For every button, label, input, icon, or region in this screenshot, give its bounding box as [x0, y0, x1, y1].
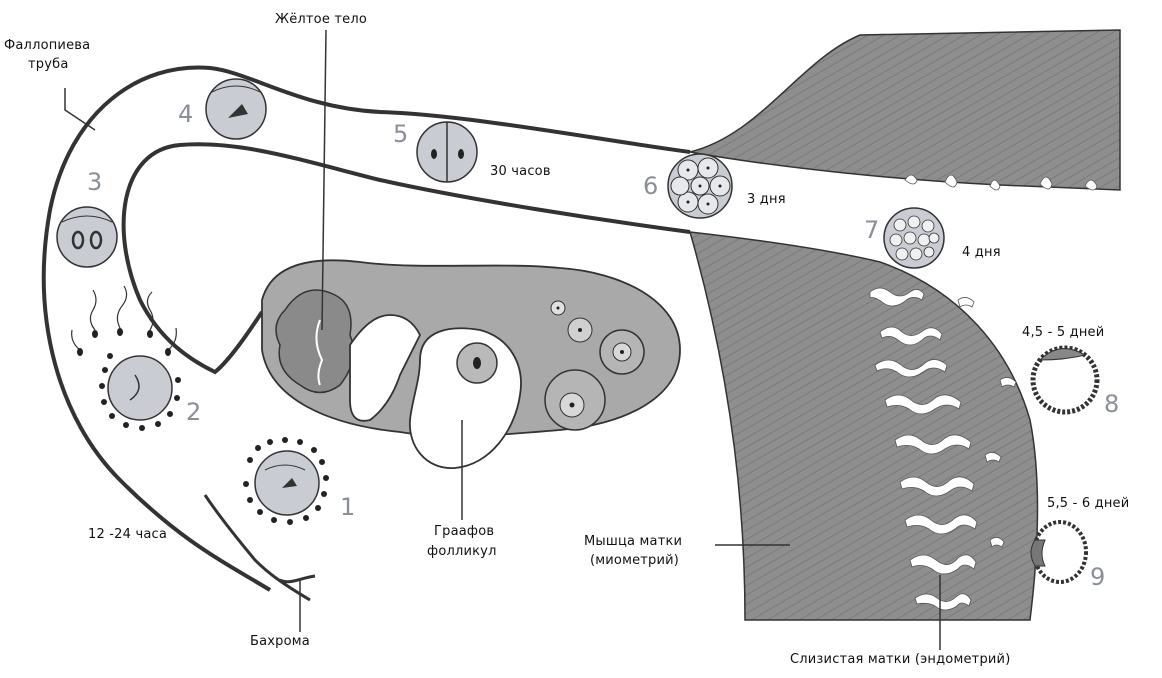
stage-number-3: 3	[87, 168, 102, 196]
stage-number-4: 4	[178, 100, 193, 128]
label-graafian-line2: фолликул	[427, 544, 497, 559]
stage-7-morula	[884, 208, 944, 268]
label-hours-12-24: 12 -24 часа	[88, 527, 167, 542]
stage-9-implantation	[1031, 522, 1086, 582]
stage-6-morula	[668, 154, 732, 218]
label-fimbria: Бахрома	[250, 634, 310, 649]
label-days-4: 4 дня	[962, 245, 1001, 260]
fallopian-pointer	[65, 88, 95, 130]
stage-number-8: 8	[1104, 390, 1119, 418]
label-days-3: 3 дня	[747, 192, 786, 207]
myometrium	[690, 232, 1038, 620]
stage-3-zygote	[57, 207, 117, 267]
label-days-5-5: 5,5 - 6 дней	[1047, 496, 1129, 511]
label-myometrium-line1: Мышца матки	[584, 534, 682, 549]
stage-number-9: 9	[1090, 563, 1105, 591]
label-fallopian-tube-line2: труба	[28, 57, 69, 72]
stage-number-7: 7	[864, 216, 879, 244]
label-hours-30: 30 часов	[490, 164, 551, 179]
stage-number-6: 6	[643, 172, 658, 200]
stage-2-fertilization	[72, 286, 181, 431]
label-myometrium-line2: (миометрий)	[590, 553, 679, 568]
stage-number-1: 1	[340, 493, 355, 521]
uterus-upper-wall	[690, 30, 1120, 190]
stage-8-blastocyst	[1033, 348, 1097, 412]
label-days-4-5: 4,5 - 5 дней	[1022, 325, 1104, 340]
label-graafian-line1: Граафов	[434, 524, 494, 539]
stage-5-two-cell	[417, 122, 477, 182]
label-corpus-luteum: Жёлтое тело	[275, 12, 367, 27]
stage-4-zygote	[206, 79, 266, 139]
label-fallopian-tube-line1: Фаллопиева	[4, 38, 90, 53]
stage-number-5: 5	[393, 120, 408, 148]
label-endometrium: Слизистая матки (эндометрий)	[790, 652, 1010, 667]
stage-number-2: 2	[186, 398, 201, 426]
stage-1-egg	[243, 437, 329, 525]
